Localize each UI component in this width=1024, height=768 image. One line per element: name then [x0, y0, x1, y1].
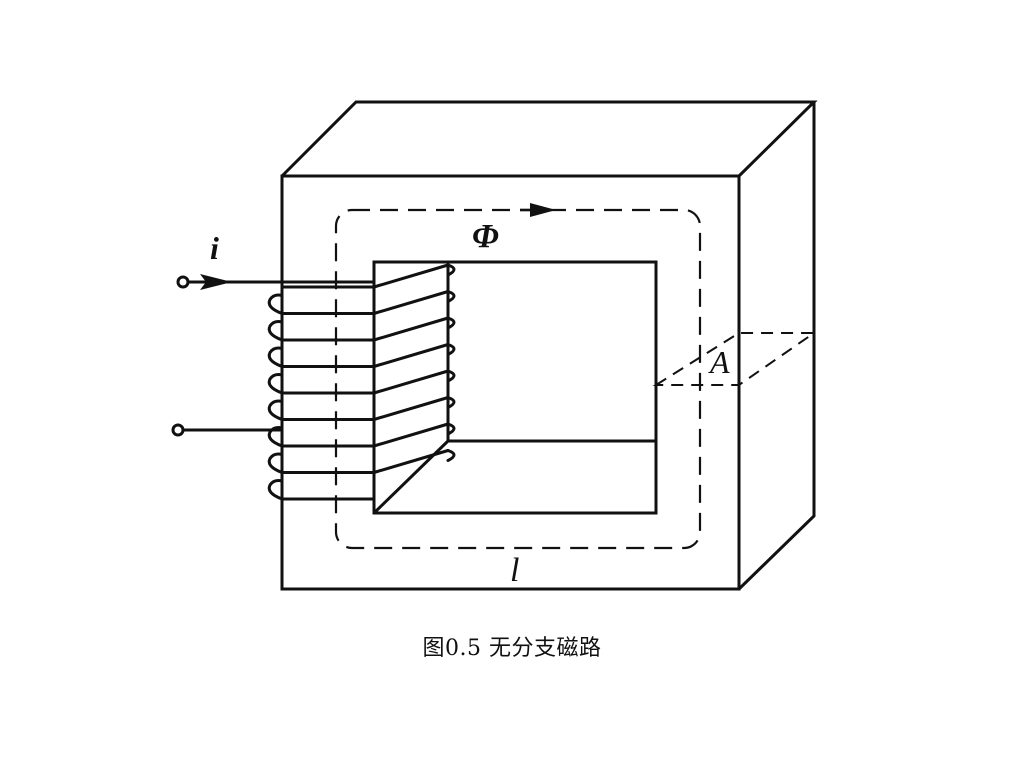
coil-turn-left-loop: [267, 373, 284, 395]
input-leads: [171, 275, 282, 437]
coil-turn-diagonal: [372, 422, 450, 448]
coil-turn-diagonal: [372, 290, 450, 315]
coil-turn-back-loop: [446, 316, 456, 330]
coil-turn-diagonal: [372, 316, 450, 342]
figure-caption: 图0.5 无分支磁路: [422, 636, 602, 661]
coil-turn-left-loop: [267, 452, 284, 474]
core-top-face: [280, 100, 818, 178]
coil-turn-left-loop: [267, 426, 284, 448]
coil-turn-diagonal: [372, 263, 450, 289]
coil-turn-left-loop: [267, 346, 284, 368]
flux-arrow-icon: [520, 203, 556, 217]
current-arrow-icon: [200, 274, 232, 290]
coil-turn-back-loop: [446, 449, 456, 462]
coil-turn-left-loop: [267, 479, 284, 501]
flux-path: [334, 208, 702, 550]
coil-turn-back-loop: [446, 369, 456, 383]
window-depth-corner: [372, 439, 450, 515]
core: [280, 100, 818, 591]
coil-turn-back-loop: [446, 290, 456, 303]
coil-turn-back-loop: [446, 396, 456, 409]
coil-turn-back-loop: [446, 422, 456, 436]
coil-turn-back-loop: [446, 343, 456, 356]
terminal-bottom-icon: [171, 423, 185, 437]
coil-turn-left-loop: [267, 293, 284, 315]
coil-turn-diagonal: [372, 343, 450, 368]
coil-turn-diagonal: [372, 449, 450, 474]
area-label: A: [708, 344, 730, 380]
coil-turn-diagonal: [372, 369, 450, 395]
core-front-face: [280, 174, 741, 591]
core-right-face: [737, 102, 816, 591]
core-window: [372, 260, 658, 515]
coil-turn-left-loop: [267, 320, 284, 342]
coil-turn-diagonal: [372, 396, 450, 421]
coil-turn-left-loop: [267, 399, 284, 421]
current-label: i: [210, 230, 219, 266]
path-length-label: l: [510, 552, 519, 589]
cross-section-area: [652, 332, 818, 386]
terminal-top-icon: [176, 275, 190, 289]
flux-label: Φ: [472, 218, 499, 255]
coil-winding: [267, 263, 456, 501]
coil-turn-back-loop: [446, 263, 456, 277]
